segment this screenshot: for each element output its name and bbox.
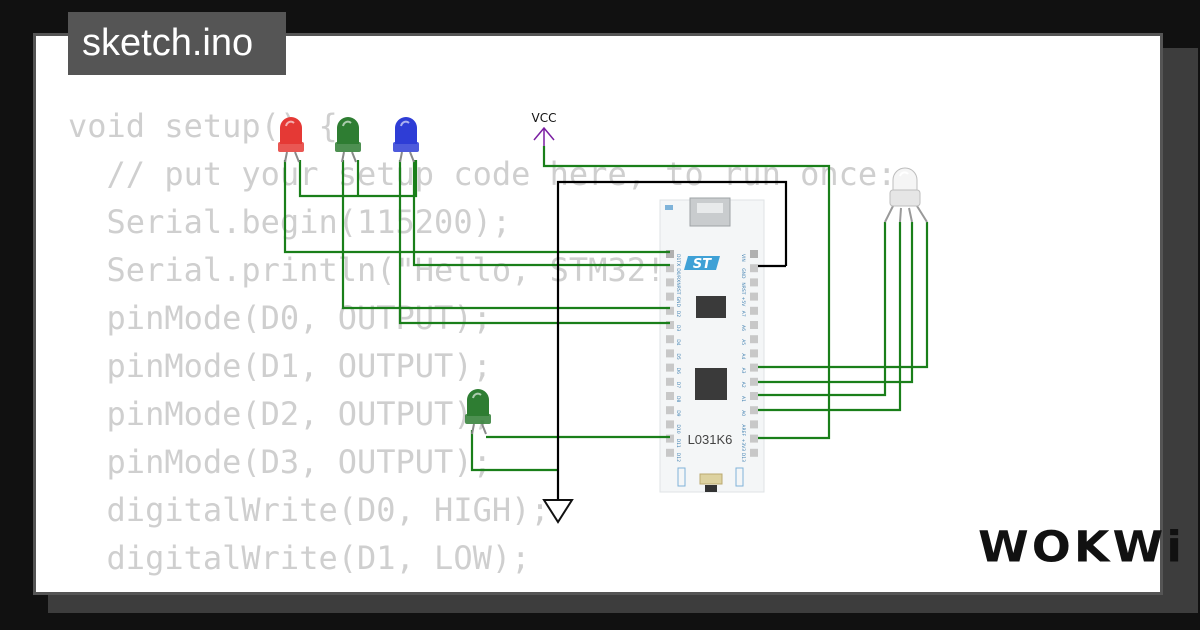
pin-right-a7[interactable] <box>750 306 758 315</box>
code-line: pinMode(D0, OUTPUT); <box>68 299 492 337</box>
code-line: // put your setup code here, to run once… <box>68 155 897 193</box>
stm32-board[interactable]: ST L031K6 D1TXD0/RXNRSTGNDD2D3D4D5D6D7D8… <box>659 197 765 493</box>
pin-label: D9 <box>675 410 681 416</box>
code-editor: void setup() { // put your setup code he… <box>68 102 896 582</box>
pin-left-gnd[interactable] <box>666 292 674 301</box>
file-tab[interactable]: sketch.ino <box>68 12 286 75</box>
pin-label: D10 <box>675 424 681 433</box>
pin-label: A1 <box>740 396 746 402</box>
pin-label: A7 <box>740 311 746 317</box>
ground-symbol[interactable] <box>542 499 574 524</box>
pin-right-aref[interactable] <box>750 420 758 429</box>
pin-left-d1tx[interactable] <box>666 250 674 258</box>
signal-wires <box>283 146 929 472</box>
pin-left-d6[interactable] <box>666 363 674 372</box>
pin-left-d7[interactable] <box>666 377 674 386</box>
pin-left-d2[interactable] <box>666 306 674 315</box>
pin-label: GND <box>675 297 681 308</box>
svg-text:VCC: VCC <box>532 111 557 125</box>
pin-left-d9[interactable] <box>666 406 674 415</box>
pin-right-nrst[interactable] <box>750 278 758 287</box>
pin-right-vin[interactable] <box>750 250 758 258</box>
pin-left-d5[interactable] <box>666 349 674 358</box>
pin-label: D5 <box>675 353 681 359</box>
pin-label: D3 <box>675 325 681 331</box>
pin-right-5v[interactable] <box>750 292 758 301</box>
pin-label: D4 <box>675 339 681 345</box>
pin-label: D11 <box>675 439 681 448</box>
pin-left-d3[interactable] <box>666 321 674 329</box>
pin-right-gnd[interactable] <box>750 264 758 273</box>
pin-right-d13[interactable] <box>750 448 758 457</box>
code-line: pinMode(D2, OUTPUT); <box>68 395 492 433</box>
pin-left-d11[interactable] <box>666 434 674 443</box>
pin-label: D2 <box>675 311 681 317</box>
pin-right-a5[interactable] <box>750 335 758 344</box>
preview-card: void setup() { // put your setup code he… <box>33 33 1163 595</box>
pin-right-3v3[interactable] <box>750 434 758 443</box>
pin-left-d10[interactable] <box>666 420 674 429</box>
pin-left-d0rx[interactable] <box>666 264 674 273</box>
pin-label: A4 <box>740 353 746 359</box>
green-led-2[interactable] <box>465 389 491 435</box>
pin-label: D1TX <box>675 254 681 266</box>
code-line: digitalWrite(D1, LOW); <box>68 539 531 577</box>
pin-label: D12 <box>675 453 681 462</box>
ground-wire <box>556 180 788 500</box>
code-line: pinMode(D3, OUTPUT); <box>68 443 492 481</box>
board-pins: D1TXD0/RXNRSTGNDD2D3D4D5D6D7D8D9D10D11D1… <box>666 250 758 462</box>
pin-label: D6 <box>675 368 681 374</box>
code-line: digitalWrite(D0, HIGH); <box>68 491 550 529</box>
pin-right-a0[interactable] <box>750 406 758 415</box>
pin-right-a4[interactable] <box>750 349 758 358</box>
code-line: pinMode(D1, OUTPUT); <box>68 347 492 385</box>
pin-left-d4[interactable] <box>666 335 674 344</box>
pin-label: +5V <box>740 297 746 308</box>
red-led[interactable] <box>278 117 304 163</box>
pin-label: A0 <box>740 410 746 416</box>
pin-label: A2 <box>740 382 746 388</box>
pin-label: +3V3 <box>740 439 746 452</box>
pin-right-a2[interactable] <box>750 377 758 386</box>
pin-left-d12[interactable] <box>666 448 674 457</box>
pin-label: D0/RX <box>675 268 681 282</box>
pin-label: D7 <box>675 382 681 388</box>
rgb-led[interactable] <box>884 167 928 223</box>
blue-led[interactable] <box>393 117 419 163</box>
board-label: L031K6 <box>688 432 733 447</box>
green-led[interactable] <box>335 117 361 163</box>
mcu-chip <box>695 368 727 400</box>
pin-left-d8[interactable] <box>666 392 674 400</box>
code-line: Serial.begin(115200); <box>68 203 512 241</box>
st-logo: ST <box>684 256 720 272</box>
pin-label: A3 <box>740 368 746 374</box>
svg-text:ST: ST <box>693 257 712 272</box>
pin-right-a3[interactable] <box>750 363 758 372</box>
pin-label: D8 <box>675 396 681 402</box>
pin-label: VIN <box>740 254 746 262</box>
pin-label: D13 <box>740 453 746 462</box>
pin-left-nrst[interactable] <box>666 278 674 287</box>
wokwi-logo: WOKWi <box>978 522 1185 572</box>
pin-right-a1[interactable] <box>750 392 758 400</box>
pin-label: NRST <box>675 282 681 294</box>
pin-right-a6[interactable] <box>750 321 758 329</box>
pin-label: A6 <box>740 325 746 331</box>
voltage-regulator-chip <box>696 296 726 318</box>
pin-label: A5 <box>740 339 746 345</box>
vcc-symbol[interactable]: VCC <box>532 111 557 146</box>
pin-label: AREF <box>740 424 746 436</box>
code-line: void setup() { <box>68 107 338 145</box>
pin-label: GND <box>740 268 746 279</box>
pin-label: NRST <box>740 282 746 294</box>
